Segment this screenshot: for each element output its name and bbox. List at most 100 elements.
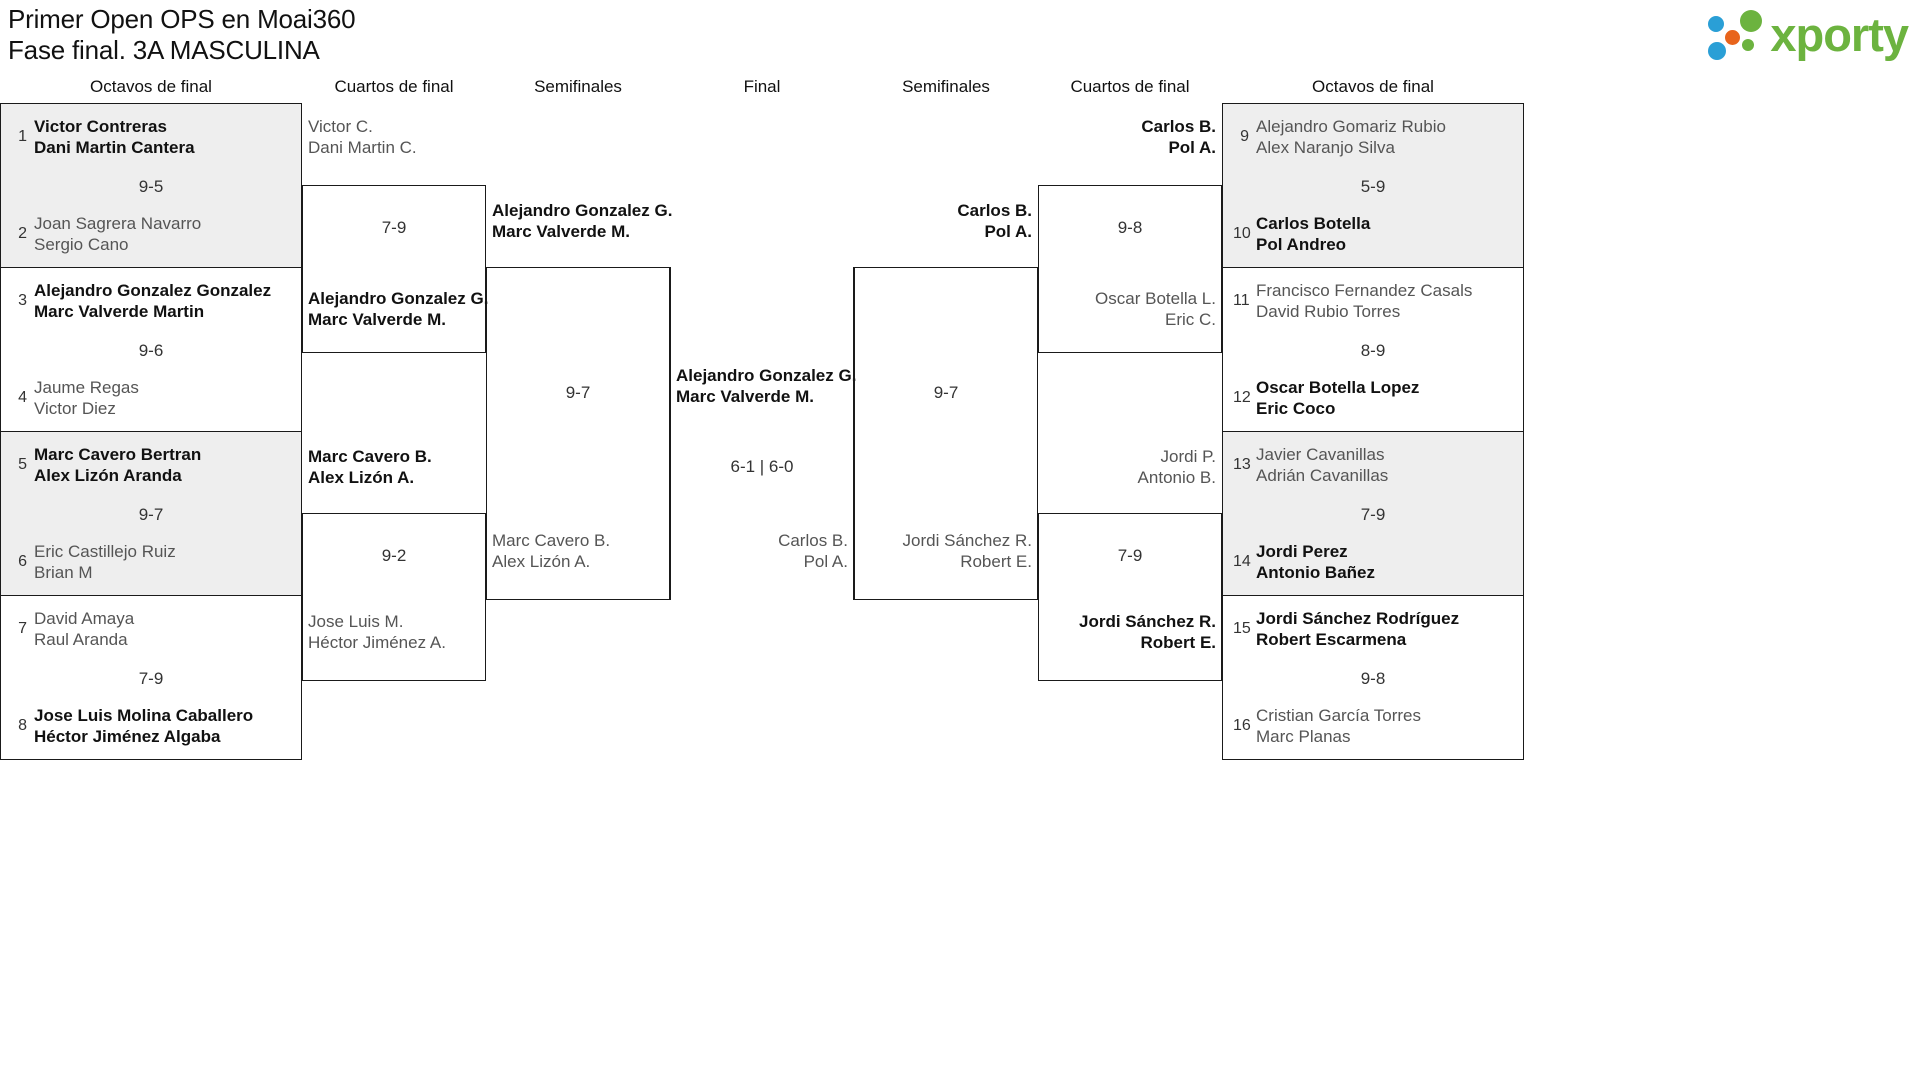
player-name: Raul Aranda: [34, 630, 128, 649]
player-name: Pol A.: [984, 222, 1032, 241]
player-name: Victor C.: [308, 117, 373, 136]
match-score: 9-8: [1117, 218, 1143, 237]
player-name: Victor Diez: [34, 399, 116, 418]
competitor-top: 1 Victor Contreras Dani Martin Cantera: [11, 116, 195, 158]
seed-number: 4: [18, 389, 27, 406]
match-r16-left-3[interactable]: 5 Marc Cavero Bertran Alex Lizón Aranda …: [0, 431, 302, 596]
player-name: Marc Cavero B.: [308, 447, 432, 466]
logo-dots-icon: [1706, 8, 1764, 60]
qf-right-2-bottom-names: Jordi Sánchez R. Robert E.: [1038, 611, 1216, 653]
match-r16-right-1[interactable]: 9 Alejandro Gomariz Rubio Alex Naranjo S…: [1222, 103, 1524, 268]
seed-number: 5: [18, 456, 27, 473]
round-header-semis-right: Semifinales: [902, 77, 990, 96]
player-name: Carlos B.: [778, 531, 848, 550]
player-name: Oscar Botella Lopez: [1256, 378, 1420, 397]
final-bottom-names: Carlos B. Pol A.: [670, 530, 848, 572]
player-names: Oscar Botella Lopez Eric Coco: [1256, 377, 1419, 419]
match-score: 9-7: [565, 383, 591, 402]
player-name: Dani Martin C.: [308, 138, 417, 157]
player-names: Joan Sagrera Navarro Sergio Cano: [34, 213, 201, 255]
player-name: Eric C.: [1165, 310, 1216, 329]
match-r16-right-3[interactable]: 13 Javier Cavanillas Adrián Cavanillas 7…: [1222, 431, 1524, 596]
match-sf-right[interactable]: 9-7: [854, 267, 1038, 600]
competitor-bottom: 14 Jordi Perez Antonio Bañez: [1233, 541, 1375, 583]
qf-left-1-top-names: Victor C. Dani Martin C.: [308, 116, 417, 158]
competitor-top: 15 Jordi Sánchez Rodríguez Robert Escarm…: [1233, 608, 1459, 650]
competitor-bottom: 4 Jaume Regas Victor Diez: [11, 377, 139, 419]
qf-left-1-bottom-names: Alejandro Gonzalez G. Marc Valverde M.: [308, 288, 488, 330]
player-name: Alex Lizón A.: [492, 552, 591, 571]
player-name: Alex Lizón A.: [308, 468, 415, 487]
player-names: Jordi Perez Antonio Bañez: [1256, 541, 1375, 583]
match-final[interactable]: 6-1 | 6-0: [670, 267, 854, 600]
seed-number: 6: [18, 553, 27, 570]
competitor-top: 5 Marc Cavero Bertran Alex Lizón Aranda: [11, 444, 201, 486]
seed-number: 8: [18, 717, 27, 734]
player-name: Joan Sagrera Navarro: [34, 214, 202, 233]
player-name: Jordi P.: [1160, 447, 1216, 466]
match-r16-left-4[interactable]: 7 David Amaya Raul Aranda 7-9 8 Jose Lui…: [0, 595, 302, 760]
player-name: Brian M: [34, 563, 93, 582]
round-header-octavos-left: Octavos de final: [90, 77, 212, 96]
player-name: Jaume Regas: [34, 378, 139, 397]
match-score: 9-7: [933, 383, 959, 402]
round-header-cuartos-left: Cuartos de final: [334, 77, 454, 96]
player-name: Marc Planas: [1256, 727, 1351, 746]
sf-right-top-names: Carlos B. Pol A.: [854, 200, 1032, 242]
logo-wordmark: xporty: [1770, 7, 1909, 61]
match-r16-right-4[interactable]: 15 Jordi Sánchez Rodríguez Robert Escarm…: [1222, 595, 1524, 760]
match-score: 9-7: [138, 505, 164, 524]
competitor-top: 9 Alejandro Gomariz Rubio Alex Naranjo S…: [1233, 116, 1446, 158]
match-score: 7-9: [381, 218, 407, 237]
player-name: Marc Cavero B.: [492, 531, 611, 550]
player-name: Alejandro Gonzalez G.: [492, 201, 673, 220]
qf-right-1-bottom-names: Oscar Botella L. Eric C.: [1038, 288, 1216, 330]
competitor-bottom: 6 Eric Castillejo Ruiz Brian M: [11, 541, 176, 583]
player-names: David Amaya Raul Aranda: [34, 608, 134, 650]
match-qf-right-1[interactable]: 9-8: [1038, 185, 1222, 353]
seed-number: 2: [18, 225, 27, 242]
seed-number: 10: [1233, 225, 1251, 242]
player-name: Robert E.: [1140, 633, 1216, 652]
seed-number: 15: [1233, 620, 1251, 637]
player-name: Marc Valverde M.: [492, 222, 630, 241]
player-name: Marc Cavero Bertran: [34, 445, 202, 464]
seed-number: 14: [1233, 553, 1251, 570]
player-name: Alex Lizón Aranda: [34, 466, 182, 485]
player-names: Victor Contreras Dani Martin Cantera: [34, 116, 195, 158]
competitor-top: 3 Alejandro Gonzalez Gonzalez Marc Valve…: [11, 280, 271, 322]
player-names: Francisco Fernandez Casals David Rubio T…: [1256, 280, 1472, 322]
match-score: 7-9: [1117, 546, 1143, 565]
player-name: Alejandro Gonzalez G.: [308, 289, 489, 308]
seed-number: 1: [18, 128, 27, 145]
qf-left-2-bottom-names: Jose Luis M. Héctor Jiménez A.: [308, 611, 446, 653]
player-name: Pol A.: [1168, 138, 1216, 157]
player-name: Alejandro Gonzalez G.: [676, 366, 857, 385]
round-header-semis-left: Semifinales: [534, 77, 622, 96]
player-name: Alejandro Gonzalez Gonzalez: [34, 281, 272, 300]
sf-left-bottom-names: Marc Cavero B. Alex Lizón A.: [492, 530, 610, 572]
player-name: Pol A.: [803, 552, 848, 571]
player-names: Carlos Botella Pol Andreo: [1256, 213, 1370, 255]
player-name: Jordi Perez: [1256, 542, 1348, 561]
player-name: Cristian García Torres: [1256, 706, 1422, 725]
match-score: 7-9: [1360, 505, 1386, 524]
match-qf-right-2[interactable]: 7-9: [1038, 513, 1222, 681]
xporty-logo: xporty: [1706, 4, 1909, 64]
match-sf-left[interactable]: 9-7: [486, 267, 670, 600]
player-name: Pol Andreo: [1256, 235, 1347, 254]
match-r16-left-2[interactable]: 3 Alejandro Gonzalez Gonzalez Marc Valve…: [0, 267, 302, 432]
sf-left-top-names: Alejandro Gonzalez G. Marc Valverde M.: [492, 200, 672, 242]
sf-right-bottom-names: Jordi Sánchez R. Robert E.: [854, 530, 1032, 572]
match-score: 8-9: [1360, 341, 1386, 360]
match-qf-left-2[interactable]: 9-2: [302, 513, 486, 681]
player-name: Alex Naranjo Silva: [1256, 138, 1395, 157]
match-r16-right-2[interactable]: 11 Francisco Fernandez Casals David Rubi…: [1222, 267, 1524, 432]
final-top-names: Alejandro Gonzalez G. Marc Valverde M.: [676, 365, 856, 407]
match-r16-left-1[interactable]: 1 Victor Contreras Dani Martin Cantera 9…: [0, 103, 302, 268]
match-qf-left-1[interactable]: 7-9: [302, 185, 486, 353]
player-names: Jordi Sánchez Rodríguez Robert Escarmena: [1256, 608, 1459, 650]
competitor-bottom: 2 Joan Sagrera Navarro Sergio Cano: [11, 213, 201, 255]
match-score: 9-8: [1360, 669, 1386, 688]
page-title: Primer Open OPS en Moai360 Fase final. 3…: [8, 4, 356, 66]
